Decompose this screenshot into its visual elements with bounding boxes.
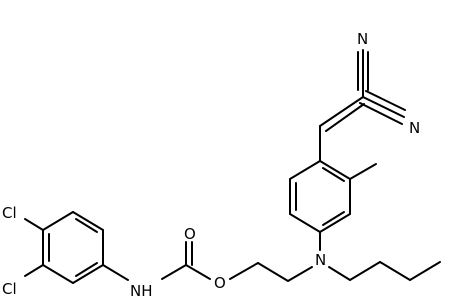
bond-nh-carbonyl [161,264,187,280]
bond [72,211,104,231]
bond-ch2-n [287,266,313,282]
bond-c-cl-bottom [24,264,44,277]
bond-butyl [379,261,411,281]
atom-label-cl: Cl [2,280,17,298]
atom-label-n: N [315,251,326,269]
double-bond-inner [75,262,98,277]
double-bond-inner [75,218,98,233]
atom-label-o: O [184,225,196,243]
atom-label-n: N [357,30,368,48]
bond-methyl [349,163,377,180]
nitrile-right-bond [365,90,406,111]
bond [72,264,104,284]
bond-n-butyl [328,266,351,281]
bond [289,160,321,180]
bond-butyl [349,261,381,281]
bond-o-ch2 [229,262,259,280]
bond-butyl [409,261,441,281]
nitrile-right-bond [359,102,403,125]
bond-vinyl-double [319,96,364,127]
bond-carbonyl-ester-o [185,264,211,280]
tolyl-ring [289,160,351,233]
bond [42,264,74,284]
atom-label-n: N [409,119,420,137]
bond [319,213,351,233]
bond [42,211,74,231]
nitrile-right-bond [362,96,405,118]
bond-c-cl-top [24,218,44,231]
bond [289,213,321,233]
bond-ring-nh [102,264,129,281]
bond-ch2-ch2 [257,262,289,282]
double-bond-inner [322,167,345,182]
bond [319,160,351,180]
bond-vinyl-double-second [325,103,365,132]
atom-label-nh: NH [130,282,153,300]
atom-label-cl: Cl [2,204,17,222]
double-bond-inner [322,211,345,226]
atom-label-o: O [214,274,226,292]
dichlorophenyl-ring [42,211,104,284]
